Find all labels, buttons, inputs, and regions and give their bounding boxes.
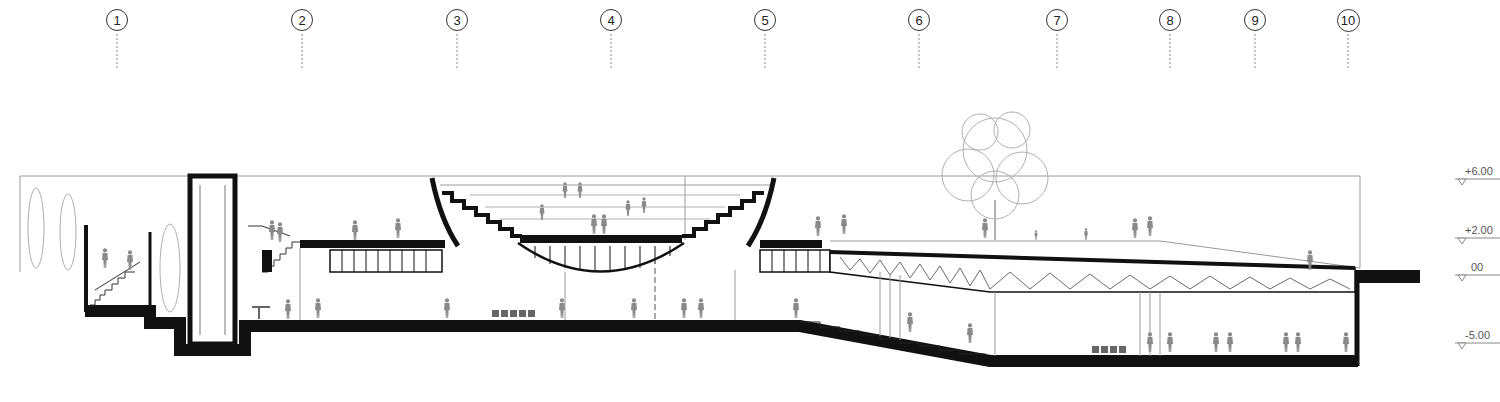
level-label: +6.00	[1464, 166, 1494, 177]
trees	[28, 112, 1048, 312]
level-label: 00	[1470, 262, 1484, 273]
right-roof	[735, 240, 1355, 356]
grid-bubble: 7	[1046, 9, 1068, 31]
grid-bubble: 1	[106, 9, 128, 31]
level-label: -5.00	[1464, 330, 1491, 341]
grid-bubble: 5	[754, 9, 776, 31]
grid-number: 7	[1053, 14, 1060, 27]
grid-number: 4	[607, 14, 614, 27]
grid-number: 1	[113, 14, 120, 27]
grid-bubble: 6	[908, 9, 930, 31]
grid-number: 9	[1251, 14, 1258, 27]
envelope-outline	[20, 176, 1360, 272]
grid-number: 8	[1166, 14, 1173, 27]
level-label: +2.00	[1464, 225, 1494, 236]
grid-bubble: 3	[446, 9, 468, 31]
furniture	[252, 306, 1126, 353]
slabs	[85, 176, 1420, 366]
grid-bubble: 10	[1337, 9, 1360, 32]
people	[102, 182, 1349, 352]
bowl-auditorium	[432, 178, 774, 320]
grid-bubble: 8	[1159, 9, 1181, 31]
grid-bubble: 2	[291, 9, 313, 31]
grid-number: 10	[1341, 14, 1355, 27]
grid-leaders	[117, 34, 1348, 68]
left-deck	[300, 240, 445, 320]
grid-number: 6	[915, 14, 922, 27]
stairs	[90, 226, 985, 354]
grid-number: 2	[298, 14, 305, 27]
level-markers	[1455, 179, 1500, 349]
grid-number: 5	[761, 14, 768, 27]
grid-bubble: 4	[600, 9, 622, 31]
grid-number: 3	[453, 14, 460, 27]
grid-bubble: 9	[1244, 9, 1266, 31]
